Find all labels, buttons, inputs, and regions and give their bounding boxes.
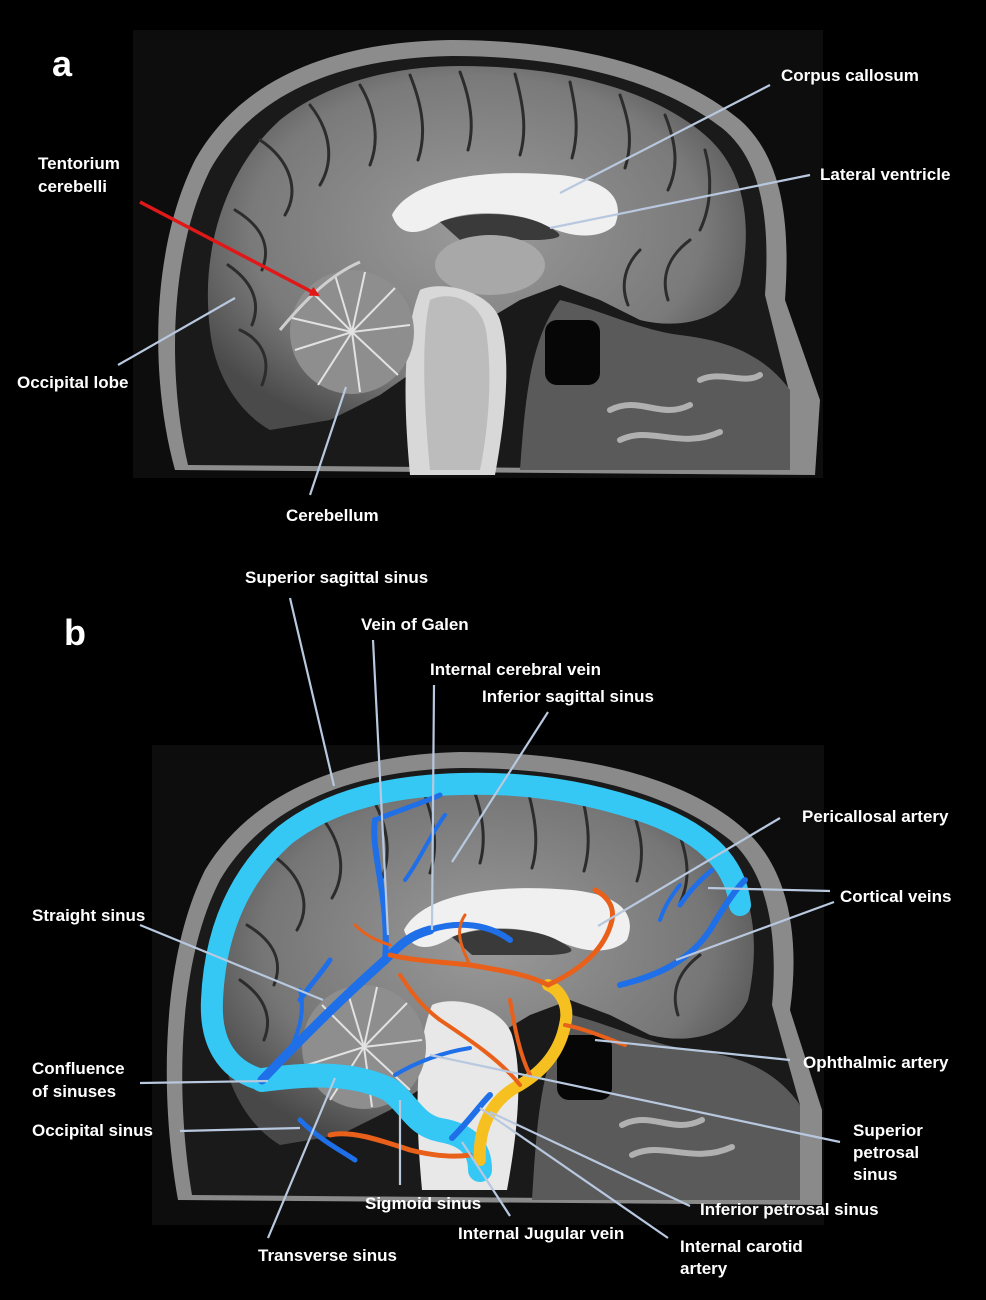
leader-confluence [139,1079,269,1085]
transverse-sinus-vessel [250,1063,492,1182]
label-occipital-sinus: Occipital sinus [32,1121,153,1140]
label-tentorium-line2: cerebelli [38,177,107,196]
label-cerebellum: Cerebellum [286,506,379,525]
label-inferior-sagittal-sinus: Inferior sagittal sinus [482,687,654,706]
internal-carotid-artery-vessel [473,979,573,1166]
label-internal-jugular-vein: Internal Jugular vein [458,1224,624,1243]
label-straight-sinus: Straight sinus [32,906,145,925]
leader-occipital-lobe [117,297,236,366]
leader-occipital-sinus [179,1126,301,1133]
label-superior-sagittal-sinus: Superior sagittal sinus [245,568,428,587]
panel-b [152,745,824,1225]
leader-pericallosal-artery [597,817,781,927]
leader-ophthalmic-artery [594,1038,791,1062]
leader-vein-of-galen [371,639,390,936]
label-internal-cerebral-vein: Internal cerebral vein [430,660,601,679]
label-occipital-lobe: Occipital lobe [17,373,128,392]
leader-internal-carotid-artery [479,1107,669,1239]
label-confluence-line1: Confluence [32,1059,125,1078]
leader-superior-sagittal-sinus [288,597,336,787]
label-transverse-sinus: Transverse sinus [258,1246,397,1265]
label-inferior-petrosal-sinus: Inferior petrosal sinus [700,1200,879,1219]
leader-internal-jugular-vein [461,1141,511,1217]
label-superior-petrosal-line1: Superior [853,1121,923,1140]
label-internal-carotid-line1: Internal carotid [680,1237,803,1256]
red-arrow-icon [139,200,320,297]
panel-b-letter: b [64,612,86,653]
leader-cortical-veins-1 [707,886,831,893]
leader-corpus-callosum [559,84,771,194]
label-superior-petrosal-line2: petrosal [853,1143,919,1162]
leader-superior-petrosal-sinus [429,1053,841,1144]
label-lateral-ventricle: Lateral ventricle [820,165,950,184]
label-ophthalmic-artery: Ophthalmic artery [803,1053,949,1072]
leader-internal-cerebral-vein [430,684,436,931]
leader-cerebellum [308,386,348,496]
label-tentorium-line1: Tentorium [38,154,120,173]
leader-inferior-sagittal-sinus [451,711,549,863]
label-confluence-line2: of sinuses [32,1082,116,1101]
panel-a-corpus-callosum-shape [392,173,618,236]
panel-a-annotations: a Corpus callosum Lateral ventricle Tent… [17,43,950,525]
label-sigmoid-sinus: Sigmoid sinus [365,1194,481,1213]
label-corpus-callosum: Corpus callosum [781,66,919,85]
label-vein-of-galen: Vein of Galen [361,615,469,634]
label-cortical-veins: Cortical veins [840,887,952,906]
panel-a [133,30,823,478]
panel-b-annotations: b Superior sagittal sinus Vein of Galen … [32,568,952,1278]
label-superior-petrosal-line3: sinus [853,1165,897,1184]
leader-transverse-sinus [266,1077,337,1239]
arterial-system [327,887,627,1166]
label-pericallosal-artery: Pericallosal artery [802,807,949,826]
superior-sagittal-sinus-vessel [200,772,751,1091]
panel-a-sulci [226,70,712,387]
leader-lateral-ventricle [549,173,811,230]
venous-system [200,772,751,1182]
leader-cortical-veins-2 [675,900,835,962]
leader-inferior-petrosal-sinus [489,1111,691,1207]
panel-a-letter: a [52,43,73,84]
label-internal-carotid-line2: artery [680,1259,728,1278]
leader-straight-sinus [139,923,324,1002]
